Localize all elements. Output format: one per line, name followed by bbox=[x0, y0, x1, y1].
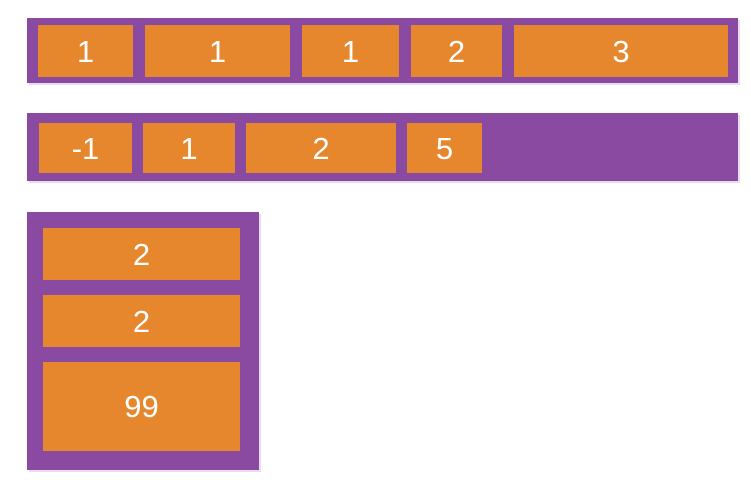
flex-item: 2 bbox=[43, 228, 240, 280]
flex-item: -1 bbox=[39, 123, 132, 173]
flex-item: 1 bbox=[145, 25, 290, 77]
flex-item: 3 bbox=[514, 25, 728, 77]
flex-item: 2 bbox=[43, 295, 240, 347]
flex-item: 1 bbox=[38, 25, 133, 77]
flex-item: 1 bbox=[143, 123, 235, 173]
flex-item: 2 bbox=[246, 123, 396, 173]
flex-item: 2 bbox=[411, 25, 502, 77]
flex-container-column: 2 2 99 bbox=[27, 212, 259, 470]
flex-item: 5 bbox=[407, 123, 482, 173]
flex-item: 1 bbox=[302, 25, 399, 77]
flex-item: 99 bbox=[43, 362, 240, 451]
